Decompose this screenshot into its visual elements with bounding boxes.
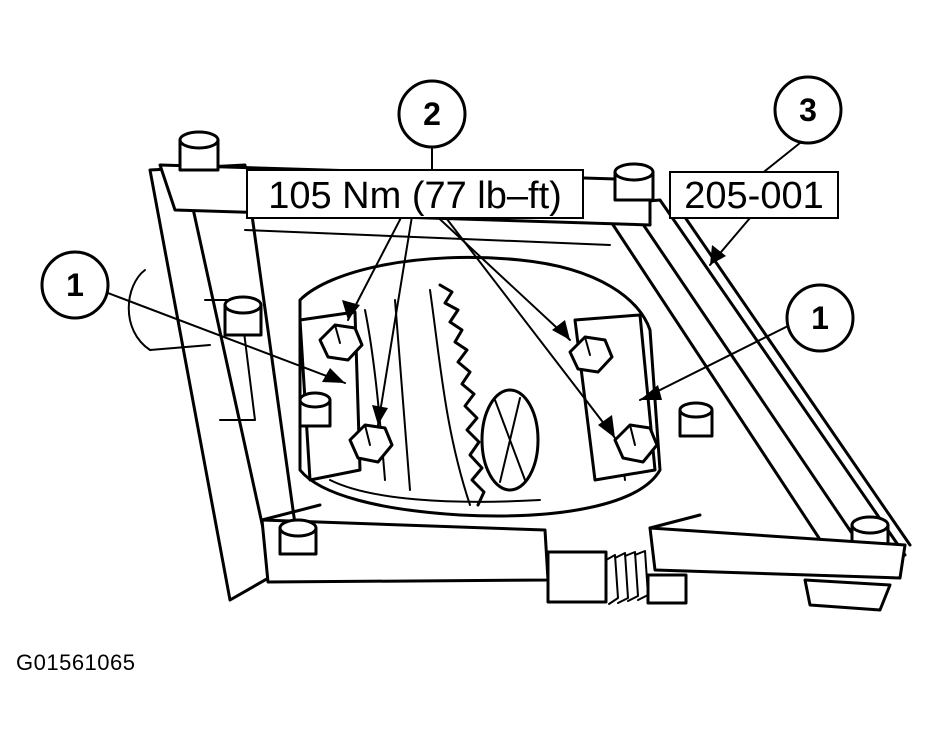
torque-spec-label: 105 Nm (77 lb–ft) [246, 169, 584, 219]
svg-text:205-001: 205-001 [684, 175, 823, 217]
fixture-stud [613, 162, 655, 202]
ring-gear-teeth [429, 283, 486, 507]
svg-text:1: 1 [66, 267, 84, 303]
callout-1-left: 1 [40, 250, 110, 320]
svg-text:3: 3 [799, 92, 817, 128]
svg-text:2: 2 [423, 96, 441, 132]
spider-gear [480, 388, 540, 492]
threaded-adjuster [546, 550, 892, 612]
leader-lines [99, 142, 801, 439]
tool-number-label: 205-001 [669, 171, 839, 219]
fixture-stud [178, 130, 220, 172]
callout-1-right: 1 [785, 283, 855, 353]
fixture-stud [678, 401, 714, 438]
callout-3: 3 [773, 75, 843, 145]
svg-text:1: 1 [811, 300, 829, 336]
bearing-cap-bolt-lower-right [613, 423, 659, 464]
figure-id-label: G01561065 [16, 650, 136, 675]
front-clamp-bar-right [648, 513, 907, 580]
bearing-cap-bolt-upper-right [568, 335, 614, 374]
callout-2: 2 [397, 79, 467, 149]
arrowheads [322, 245, 726, 438]
bearing-cap-bolt-upper-left [318, 323, 364, 362]
svg-text:105 Nm (77 lb–ft): 105 Nm (77 lb–ft) [268, 175, 562, 217]
front-clamp-bar-left [260, 503, 550, 584]
fixture-stud [298, 391, 332, 428]
bearing-cap-bolt-lower-left [348, 423, 394, 464]
fixture-stud [223, 295, 263, 337]
